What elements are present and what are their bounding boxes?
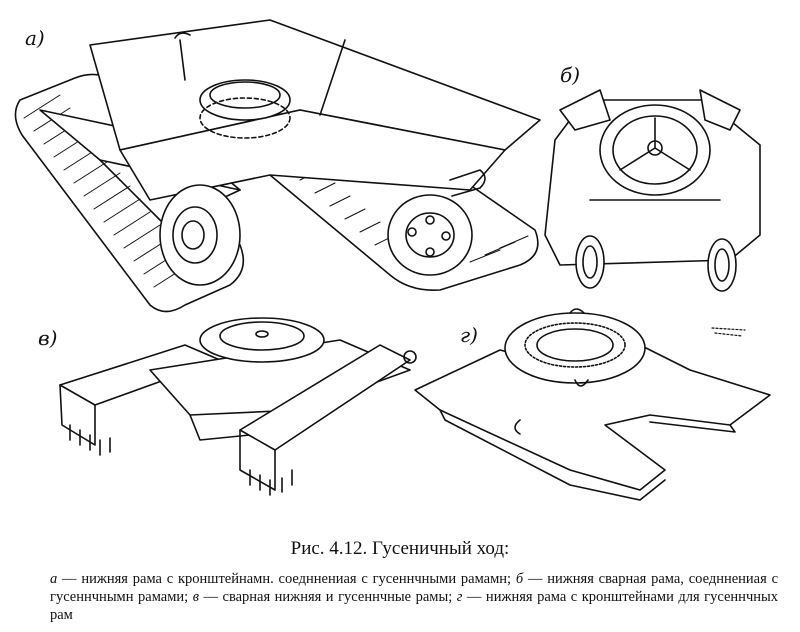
panel-v-drawing — [59, 317, 417, 496]
caption-letter-v: в — [192, 589, 199, 605]
panel-label-a: а) — [25, 26, 45, 50]
caption-text-g: — нижняя рама с кронштейнами для гусеннч… — [50, 589, 778, 623]
caption-letter-a: а — [50, 571, 58, 587]
caption-letter-g: г — [456, 589, 463, 605]
caption-text-v: — сварная нижняя и гусеннчные рамы; — [198, 589, 457, 605]
caption-text-b: — нижняя сварная рама, соедннениая с гус… — [50, 571, 779, 605]
caption-text-a: — нижняя рама с кронштейнамн. соедннениа… — [57, 571, 516, 587]
panel-label-g: г) — [460, 323, 478, 347]
panel-label-b: б) — [560, 63, 580, 87]
panel-b-drawing — [544, 89, 761, 292]
caption-letter-b: б — [515, 571, 524, 587]
panel-g-drawing — [414, 308, 771, 501]
figure-caption-title: Рис. 4.12. Гусеничный ход: — [290, 538, 510, 559]
panel-label-v: в) — [38, 326, 57, 350]
figure-caption-body: а — нижняя рама с кронштейнамн. соедннен… — [50, 570, 778, 624]
panel-a-drawing — [14, 19, 541, 313]
